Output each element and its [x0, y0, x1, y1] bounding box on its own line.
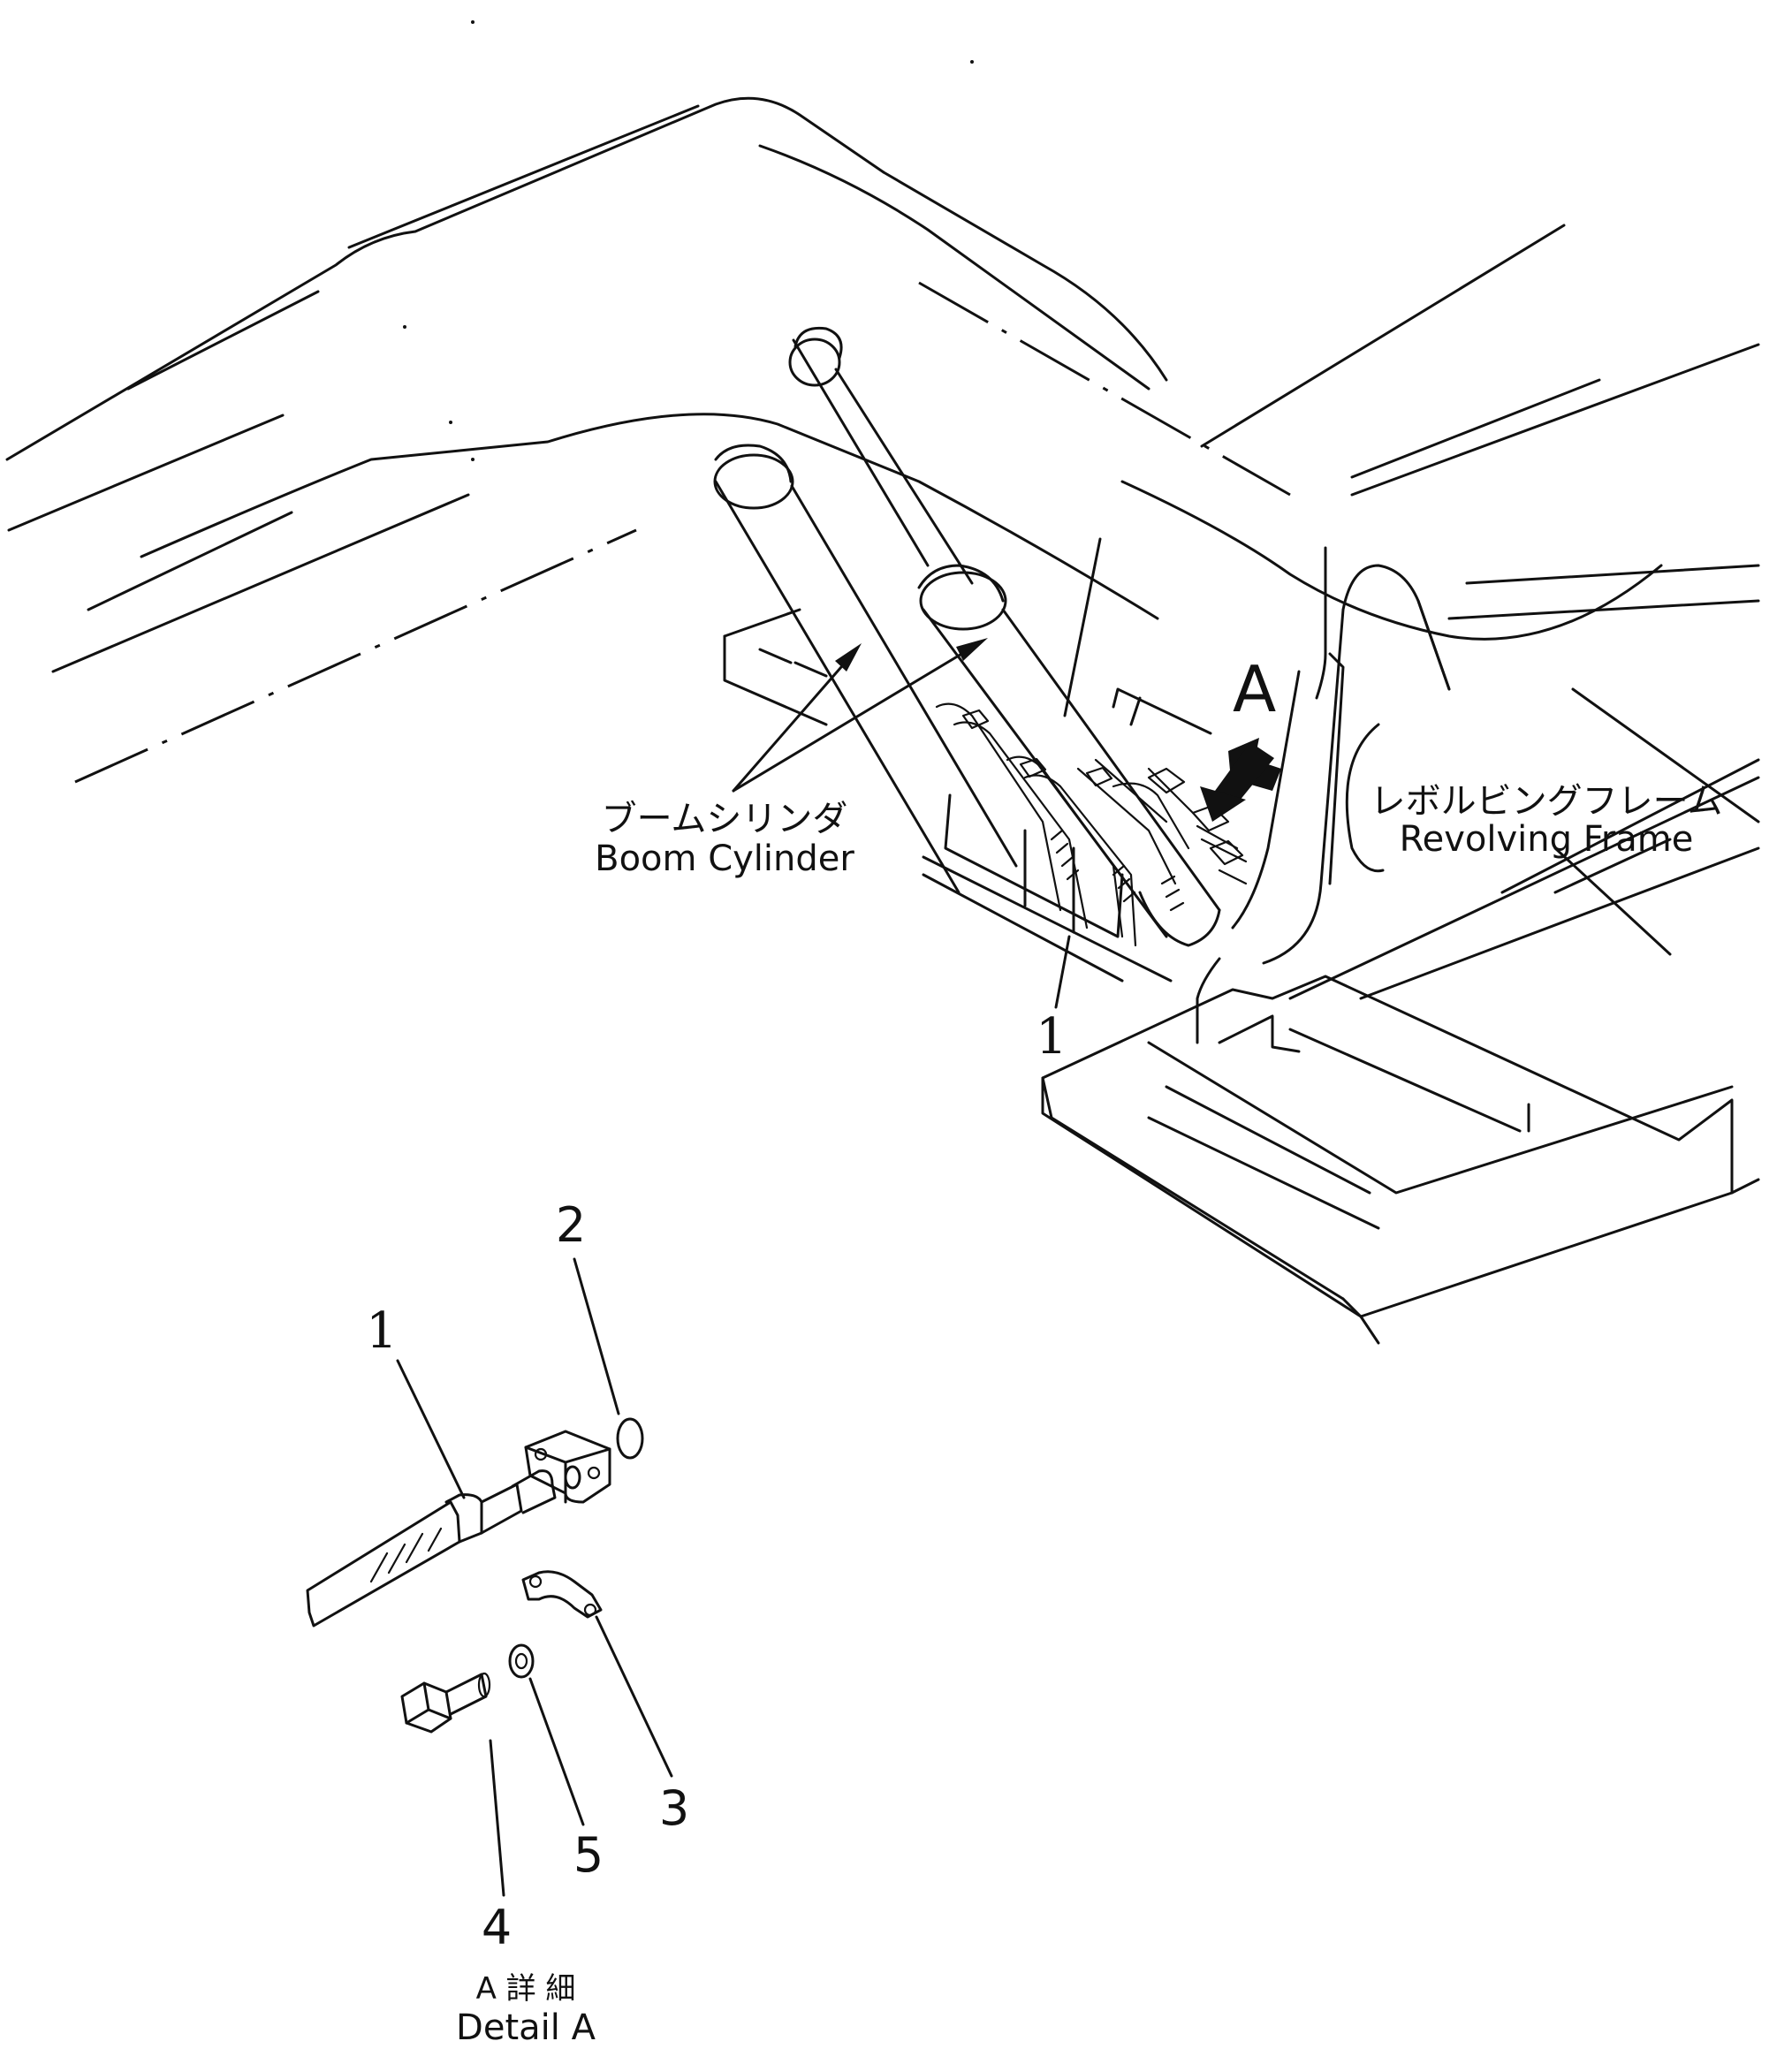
detail-a: 1 2 3 4 5 A 詳 細 Detail A	[306, 1197, 689, 2048]
view-arrow-label: A	[1233, 652, 1276, 726]
callout-2: 2	[556, 1197, 586, 1253]
callout-1: 1	[366, 1302, 398, 1360]
part-5-washer	[508, 1643, 535, 1679]
hydraulic-piping	[922, 702, 1248, 983]
boom-cylinder-label: ブームシリンダ Boom Cylinder	[595, 638, 988, 879]
detail-caption-en: Detail A	[456, 2007, 596, 2048]
view-arrow-a: A	[1200, 652, 1281, 822]
part-3-split-flange	[521, 1570, 603, 1619]
part-1-pipe	[306, 1465, 581, 1628]
part-2-o-ring	[616, 1417, 644, 1460]
revolving-frame	[723, 537, 1760, 1345]
revolving-frame-label: レボルビングフレーム Revolving Frame	[1371, 781, 1723, 860]
callout-3: 3	[659, 1780, 689, 1836]
callout-main-1: 1	[1036, 935, 1071, 1066]
part-flange	[524, 1430, 611, 1504]
callout-main-1-number: 1	[1036, 1008, 1067, 1066]
revolving-frame-jp: レボルビングフレーム	[1371, 781, 1723, 822]
boom-cylinder-en: Boom Cylinder	[595, 838, 854, 879]
callout-5: 5	[573, 1827, 604, 1883]
detail-caption-jp: A 詳 細	[476, 1971, 576, 2007]
callout-4: 4	[482, 1900, 512, 1955]
boom	[5, 96, 1760, 784]
boom-cylinder-jp: ブームシリンダ	[602, 799, 848, 839]
part-4-bolt	[400, 1672, 491, 1734]
revolving-frame-en: Revolving Frame	[1400, 819, 1694, 860]
